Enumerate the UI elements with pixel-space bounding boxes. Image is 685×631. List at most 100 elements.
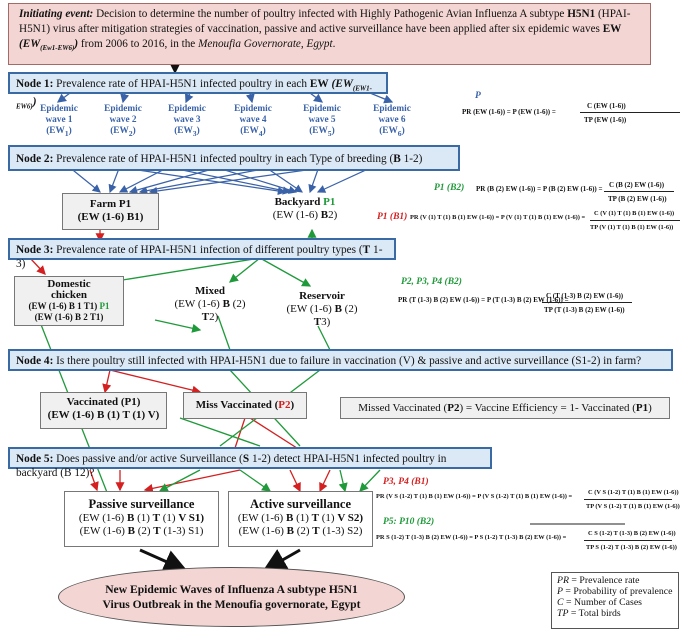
vaccinated-m: (1): [104, 409, 123, 421]
node4-text: Is there poultry still infected with HPA…: [53, 355, 642, 367]
domestic-chicken-box: Domestic chicken (EW (1-6) B 1 T1) P1 (E…: [14, 276, 124, 326]
formula2-num: C (B (2) EW (1-6)): [609, 181, 665, 189]
formula1-num: C (EW (1-6)): [587, 102, 626, 110]
node5-text: Does passive and/or active Surveillance …: [53, 453, 243, 465]
formula5-den: TP (V S (1-2) T (1) B (1) EW (1-6)): [586, 503, 680, 510]
wave-6-l1: Epidemic: [373, 104, 411, 114]
node2-end: 1-2): [400, 153, 423, 165]
legend-c: C: [557, 597, 564, 608]
missed-eq-a: Missed Vaccinated (: [358, 402, 448, 414]
active-r2a: (EW (1-6): [238, 525, 287, 537]
active-r1d: T: [311, 512, 319, 524]
active-r1f: V S2): [337, 512, 364, 524]
formula3: PR (V (1) T (1) B (1) EW (1-6)) = P (V (…: [410, 210, 682, 240]
initiating-text-b: (HPAI-H5N1) virus after mitigation strat…: [19, 8, 631, 35]
formula4-bar: [542, 302, 632, 303]
formula5: PR (V S (1-2) T (1) B (1) EW (1-6)) = P …: [376, 489, 680, 519]
active-r2e: (1-3) S2): [319, 525, 363, 537]
missed-eq-p2: P2: [447, 402, 460, 414]
passive-r1e: (1): [159, 512, 179, 524]
backyard-title: Backyard: [274, 196, 324, 208]
node2-box: Node 2: Prevalence rate of HPAI-H5N1 inf…: [8, 145, 460, 171]
formula3-num: C (V (1) T (1) B (1) EW (1-6)): [594, 210, 675, 217]
formula4-tag: P2, P3, P4 (B2): [401, 277, 462, 287]
vaccinated-l1: Vaccinated (P1): [66, 396, 141, 408]
formula5-tag: P3, P4 (B1): [383, 477, 429, 487]
passive-r1d: T: [152, 512, 160, 524]
node1-box: Node 1: Prevalence rate of HPAI-H5N1 inf…: [8, 72, 388, 111]
node4-label: Node 4:: [16, 355, 54, 367]
formula6-den: TP S (1-2) T (1-3) B (2) EW (1-6)): [586, 544, 677, 551]
node1-to-waves-arrows: [56, 92, 394, 104]
initiating-text-c: from 2006 to 2016, in the: [78, 38, 199, 50]
active-r1c: (1): [293, 512, 312, 524]
node3-label: Node 3:: [16, 244, 54, 256]
formula4-name: PR (T (1-3) B (2) EW (1-6)) = P (T (1-3)…: [398, 296, 569, 304]
wave-1-l2: wave 1: [45, 115, 73, 125]
wave-1-close: ): [68, 126, 72, 136]
node3-end: 1-3): [16, 244, 383, 270]
missed-eq-c: ): [648, 402, 652, 414]
farm-b: B: [126, 211, 135, 223]
active-r2d: T: [312, 525, 320, 537]
wave-4-close: ): [262, 126, 266, 136]
missvac-p2: P2: [278, 399, 291, 411]
mixed-box: Mixed (EW (1-6) B (2) T2): [160, 285, 260, 324]
node3-green-arrows: [108, 257, 331, 351]
node1-text: Prevalence rate of HPAI-H5N1 infected po…: [53, 78, 310, 90]
passive-r2e: (1-3) S1): [160, 525, 204, 537]
outcome-l2: Virus Outbreak in the Menoufia governora…: [102, 598, 361, 611]
formula5-bar: [584, 499, 672, 500]
wave-2-sub: 2: [128, 128, 133, 138]
wave-2-close: ): [132, 126, 136, 136]
passive-r1c: (1): [134, 512, 153, 524]
farm-line2: (EW (1-6): [77, 211, 127, 223]
initiating-h5n1: H5N1: [567, 8, 596, 20]
node1-label: Node 1:: [16, 78, 54, 90]
passive-r2a: (EW (1-6): [79, 525, 128, 537]
wave-2-l2: wave 2: [109, 115, 137, 125]
active-title: Active surveillance: [249, 497, 351, 511]
domestic-l2: chicken: [50, 289, 88, 301]
legend-c-text: = Number of Cases: [563, 597, 642, 608]
missvac-l1: Miss Vaccinated (: [195, 399, 279, 411]
backyard-b: B: [320, 209, 329, 221]
backyard-box: Backyard P1 (EW (1-6) B2): [250, 196, 360, 222]
farm-end: 1): [134, 211, 144, 223]
formula5-name: PR (V S (1-2) T (1) B (1) EW (1-6)) = P …: [376, 493, 573, 500]
formula5-num: C (V S (1-2) T (1) B (1) EW (1-6)): [588, 489, 679, 496]
formula6-name: PR S (1-2) T (1-3) B (2) EW (1-6)) = P S…: [376, 534, 567, 541]
formula1-name: PR (EW (1-6)) = P (EW (1-6)) =: [462, 108, 556, 116]
formula1: PR (EW (1-6)) = P (EW (1-6)) = C (EW (1-…: [462, 102, 682, 132]
wave-1-l3: (EW: [46, 126, 65, 136]
wave-3-l3: (EW: [174, 126, 193, 136]
legend-p-text: = Probability of prevalence: [562, 586, 673, 597]
vaccinated-b: B: [96, 409, 105, 421]
formula2: PR (B (2) EW (1-6)) = P (B (2) EW (1-6))…: [476, 181, 676, 211]
wave-6-close: ): [401, 126, 405, 136]
formula6-tag: P5: P10 (B2): [383, 517, 435, 527]
domestic-l3: (EW (1-6) B 1 T1): [28, 301, 100, 311]
initiating-text-a: Decision to determine the number of poul…: [93, 8, 568, 20]
formula4-den: TP (T (1-3) B (2) EW (1-6)): [544, 306, 625, 314]
active-r1b: B: [285, 512, 294, 524]
node4-red-arrows: [102, 369, 301, 451]
node2-label: Node 2:: [16, 153, 54, 165]
backyard-p: P1: [323, 196, 336, 208]
legend-pr: PR: [557, 575, 569, 586]
missed-vaccinated-equation: Missed Vaccinated (P2) = Vaccine Efficie…: [340, 397, 670, 419]
node5-box: Node 5: Does passive and/or active Surve…: [8, 447, 492, 479]
legend-box: PR = Prevalence rate P = Probability of …: [551, 572, 679, 629]
node1-ew2: (EW: [331, 78, 353, 90]
wave-5-l3: (EW: [309, 126, 328, 136]
node5-label: Node 5:: [16, 453, 54, 465]
initiating-ew-range: (EW: [19, 38, 41, 50]
passive-title: Passive surveillance: [88, 497, 195, 511]
active-r1a: (EW (1-6): [237, 512, 286, 524]
reservoir-box: Reservoir (EW (1-6) B (2) T3): [272, 290, 372, 329]
farm-box: Farm P1 (EW (1-6) B1): [62, 193, 159, 230]
reservoir-l2: (EW (1-6): [286, 303, 335, 315]
node5-text2: 1-2) detect HPAI-H5N1 infected poultry i…: [16, 453, 447, 479]
node1-ew: EW: [309, 78, 329, 90]
